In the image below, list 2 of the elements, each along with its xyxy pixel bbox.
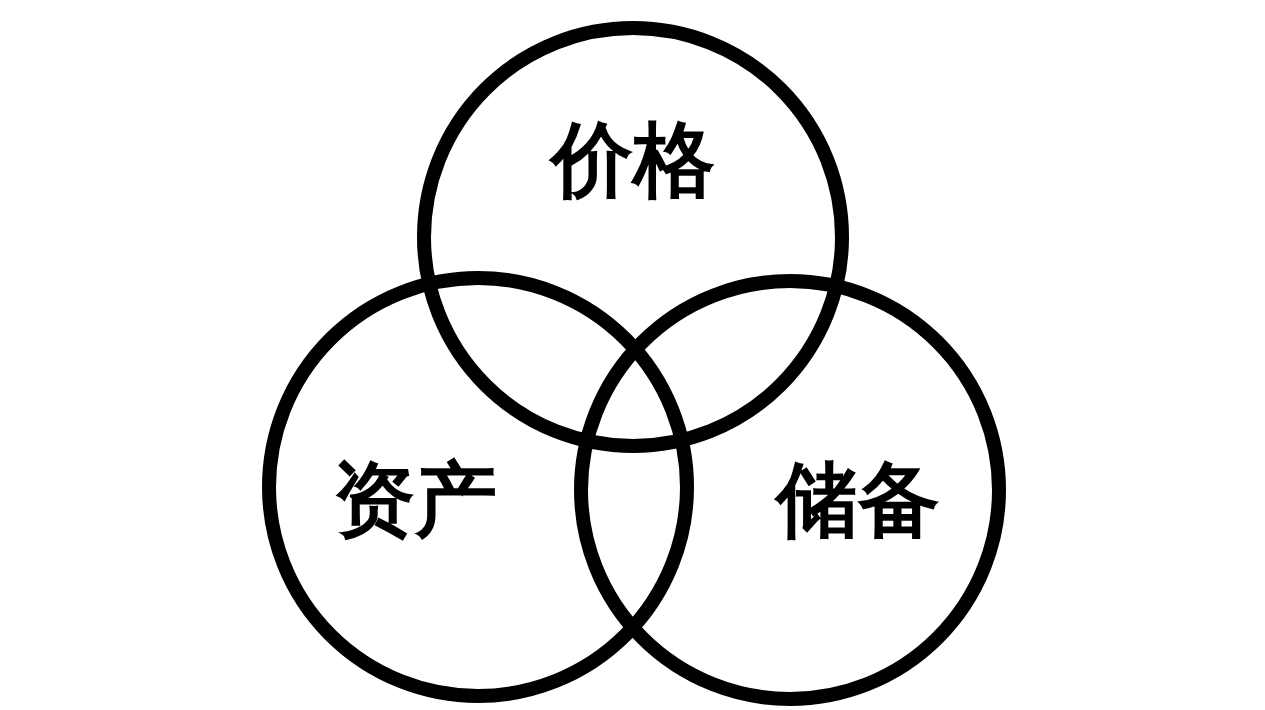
- circle-label: 储备: [776, 459, 940, 541]
- circle-label: 资产: [333, 459, 497, 541]
